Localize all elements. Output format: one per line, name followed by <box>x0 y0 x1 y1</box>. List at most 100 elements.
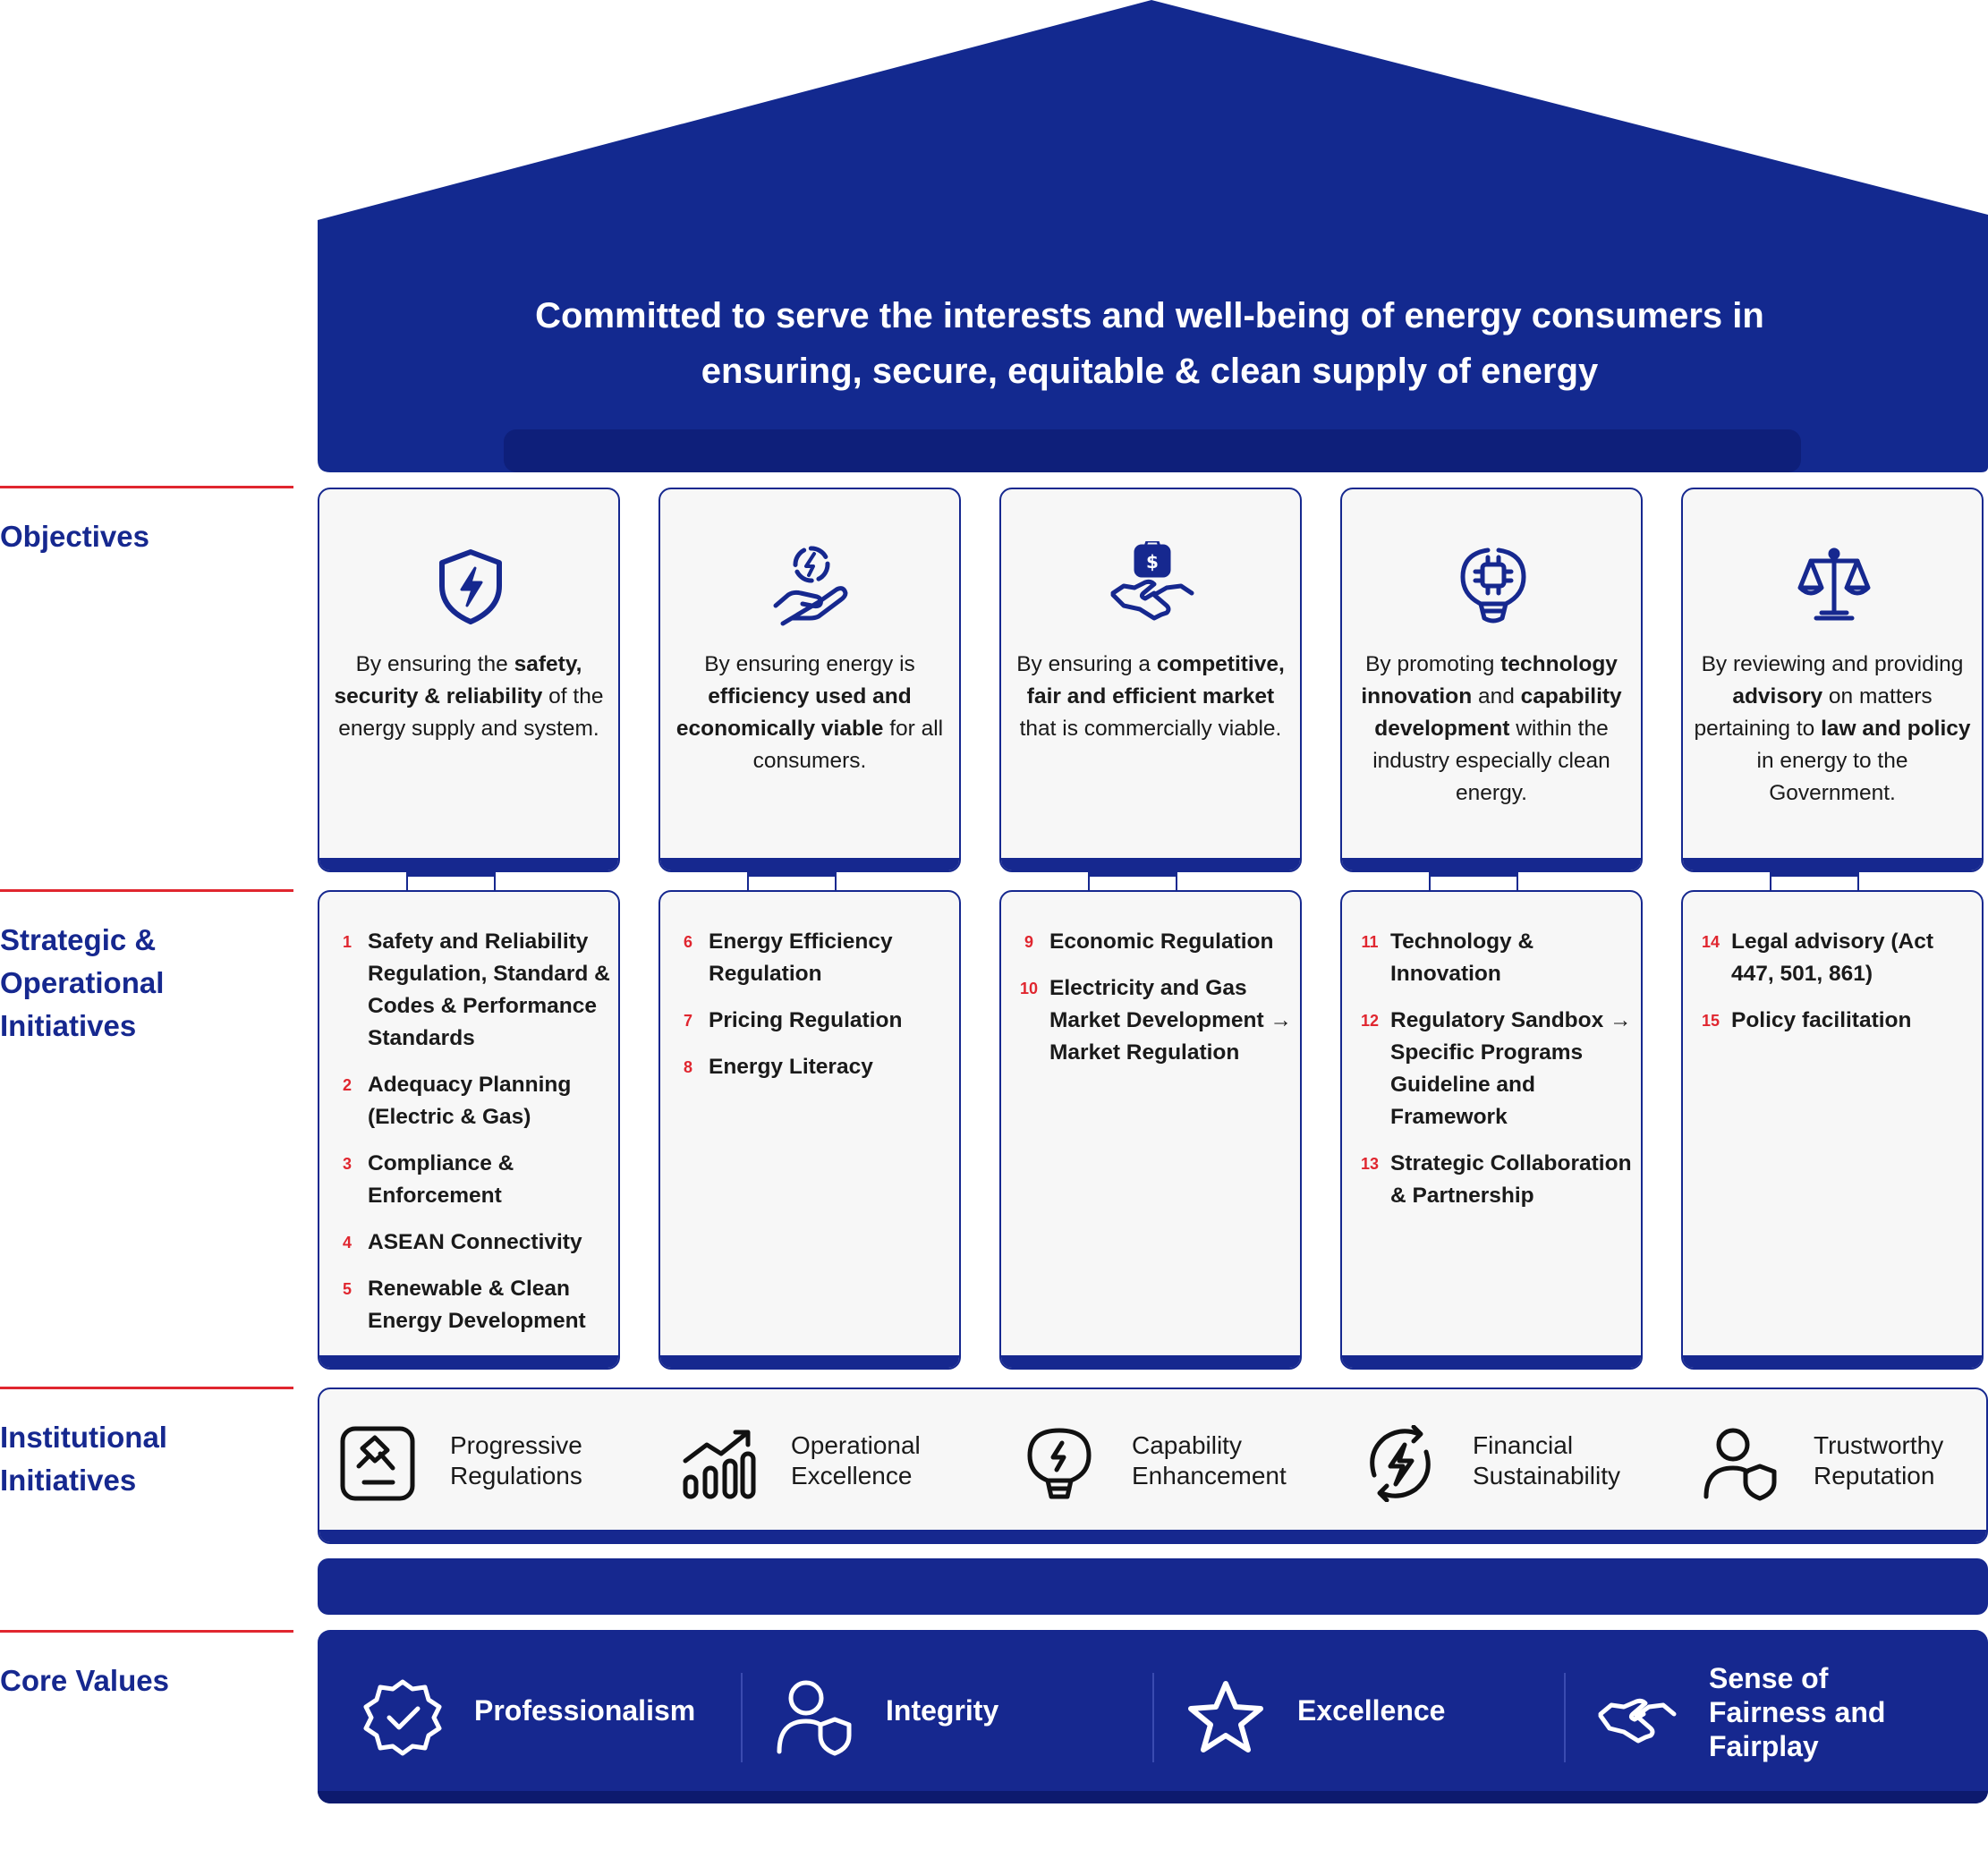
initiative-number: 7 <box>683 1012 692 1030</box>
initiative-number: 5 <box>342 1280 352 1298</box>
core-value-integrity: Integrity <box>747 1630 1141 1791</box>
objective-text-bold: capability development <box>1374 684 1622 741</box>
objective-text-part: By ensuring energy is <box>704 652 915 676</box>
initiative-text: Safety and Reliability Regulation, Stand… <box>368 929 610 1050</box>
objective-text-part: for all consumers. <box>752 717 944 773</box>
objectives-label: Objectives <box>0 520 149 553</box>
lightbulb-chip-icon <box>1460 547 1526 624</box>
objective-text-part: on matters pertaining to <box>1694 684 1933 741</box>
core-values-label: Core Values <box>0 1664 169 1697</box>
objective-card-2: By ensuring energy is efficiency used an… <box>658 488 961 872</box>
objective-text: By promoting technology innovation and c… <box>1353 649 1630 810</box>
strategic-label-line-3: Initiatives <box>0 1009 137 1042</box>
core-value-line: Professionalism <box>474 1694 696 1727</box>
objective-text: By ensuring a competitive, fair and effi… <box>1012 649 1289 745</box>
objective-text-part: and <box>1472 684 1521 709</box>
initiative-number: 9 <box>1024 933 1033 951</box>
initiative-text: Renewable & Clean Energy Development <box>368 1277 586 1333</box>
objective-text-bold: safety, security & reliability <box>334 652 582 709</box>
objective-text-bold: competitive, fair and efficient market <box>1026 652 1285 709</box>
connector-tab <box>747 864 837 891</box>
objective-text-part: within the industry especially clean ene… <box>1372 717 1610 805</box>
objective-text: By ensuring energy is efficiency used an… <box>671 649 948 777</box>
institutional-label: Institutional Initiatives <box>0 1416 167 1502</box>
institutional-label-line-1: Trustworthy <box>1814 1431 1944 1459</box>
connector-tab <box>1088 864 1177 891</box>
initiative-text: Legal advisory (Act 447, 501, 861) <box>1731 929 1934 986</box>
initiative-text: Economic Regulation <box>1049 929 1274 954</box>
initiative-number: 3 <box>342 1155 352 1173</box>
card-base <box>1683 1355 1982 1368</box>
core-value-line: Sense of <box>1709 1662 1829 1694</box>
institutional-item-financial: Financial Sustainability <box>1362 1425 1684 1506</box>
initiative-text: Strategic Collaboration & Partnership <box>1390 1151 1632 1208</box>
core-value-label: Excellence <box>1297 1693 1445 1727</box>
connector-tab <box>1770 864 1859 891</box>
institutional-item-capability: Capability Enhancement <box>1021 1425 1343 1506</box>
institutional-label: Capability Enhancement <box>1132 1430 1347 1491</box>
band-base <box>319 1530 1986 1542</box>
institutional-item-reputation: Trustworthy Reputation <box>1703 1425 1986 1506</box>
mission-statement: Committed to serve the interests and wel… <box>465 288 1834 399</box>
core-value-label: Sense of Fairness and Fairplay <box>1709 1661 1885 1763</box>
refresh-bolt-icon <box>1370 1425 1431 1502</box>
initiative-number: 12 <box>1360 1012 1380 1030</box>
core-value-line: Excellence <box>1297 1694 1446 1727</box>
initiative-number: 8 <box>683 1058 692 1076</box>
objective-text: By reviewing and providing advisory on m… <box>1694 649 1971 810</box>
badge-check-icon <box>363 1679 442 1756</box>
initiative-number: 2 <box>342 1076 352 1094</box>
objective-text: By ensuring the safety, security & relia… <box>330 649 607 745</box>
institutional-label-line-2: Sustainability <box>1473 1462 1620 1489</box>
objective-text-part: By ensuring a <box>1016 652 1157 676</box>
core-value-label: Professionalism <box>474 1693 695 1727</box>
user-shield-icon <box>1703 1428 1777 1501</box>
card-base <box>660 1355 959 1368</box>
initiative-text: Compliance & Enforcement <box>368 1151 514 1208</box>
objective-text-bold: efficiency used and economically viable <box>675 684 912 741</box>
institutional-label: Trustworthy Reputation <box>1814 1430 1986 1491</box>
objective-text-bold: law and policy <box>1821 717 1971 741</box>
objectives-divider <box>0 486 293 488</box>
initiative-list: 1 Safety and Reliability Regulation, Stan… <box>332 926 611 1352</box>
svg-text:$: $ <box>1146 551 1159 573</box>
institutional-divider <box>0 1387 293 1389</box>
handshake-money-icon: $ <box>1110 541 1194 621</box>
initiative-text: Energy Efficiency Regulation <box>709 929 893 986</box>
objective-text-part: in energy to the Government. <box>1756 749 1908 805</box>
institutional-label-line-1: Capability <box>1132 1431 1242 1459</box>
foundation-band <box>318 1558 1988 1615</box>
objective-card-5: By reviewing and providing advisory on m… <box>1681 488 1984 872</box>
initiative-text: Electricity and Gas Market Development →… <box>1049 976 1292 1065</box>
initiative-number: 1 <box>342 933 352 951</box>
core-value-excellence: Excellence <box>1159 1630 1552 1791</box>
core-value-fairness: Sense of Fairness and Fairplay <box>1570 1630 1982 1791</box>
card-base <box>1001 1355 1300 1368</box>
objective-text-bold: technology innovation <box>1361 652 1618 709</box>
core-value-line: Fairness and <box>1709 1696 1886 1728</box>
house-roof <box>318 0 1988 472</box>
core-values-band: Professionalism Integrity Excellence Sen… <box>318 1630 1988 1803</box>
institutional-label-line-2: Reputation <box>1814 1462 1935 1489</box>
growth-chart-icon <box>683 1430 756 1499</box>
core-value-divider <box>741 1673 743 1762</box>
gavel-icon <box>340 1426 415 1501</box>
initiative-item: 9 Economic Regulation <box>1014 926 1293 958</box>
institutional-band: Progressive Regulations Operational Exce… <box>318 1388 1988 1544</box>
star-icon <box>1188 1681 1263 1752</box>
institutional-label-line-1: Operational <box>791 1431 921 1459</box>
strategic-divider <box>0 889 293 892</box>
initiative-number: 13 <box>1360 1155 1380 1173</box>
card-base <box>1342 1355 1641 1368</box>
strategic-label: Strategic & Operational Initiatives <box>0 919 164 1048</box>
institutional-label-line-1: Progressive <box>450 1431 582 1459</box>
core-value-professionalism: Professionalism <box>318 1630 729 1791</box>
